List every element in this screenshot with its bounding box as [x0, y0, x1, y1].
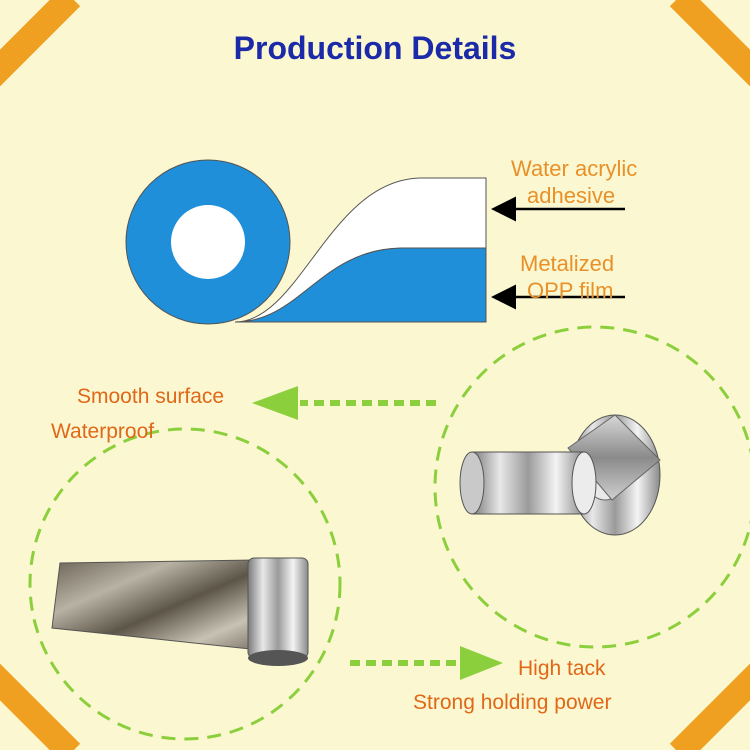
film-label-line2: OPP film: [527, 278, 614, 303]
adhesive-layer-shape: [234, 177, 487, 323]
feature-holding-power: Strong holding power: [413, 691, 612, 714]
tack-arrow: [350, 646, 503, 680]
foil-tape-rolls-image: [459, 414, 661, 536]
film-label-line1: Metalized: [520, 251, 615, 276]
surface-arrow: [252, 386, 436, 420]
adhesive-label-line1: Water acrylic: [511, 156, 638, 181]
page-title: Production Details: [233, 30, 517, 66]
feature-circle-sheet: [28, 427, 342, 741]
feature-high-tack: High tack: [518, 657, 606, 680]
feature-smooth-surface: Smooth surface: [77, 385, 225, 408]
adhesive-label-line2: adhesive: [527, 183, 616, 208]
tape-structure-diagram: [125, 159, 625, 325]
foil-sheet-roll-image: [51, 557, 309, 666]
feature-waterproof: Waterproof: [51, 420, 155, 443]
tape-roll-core: [171, 205, 245, 279]
